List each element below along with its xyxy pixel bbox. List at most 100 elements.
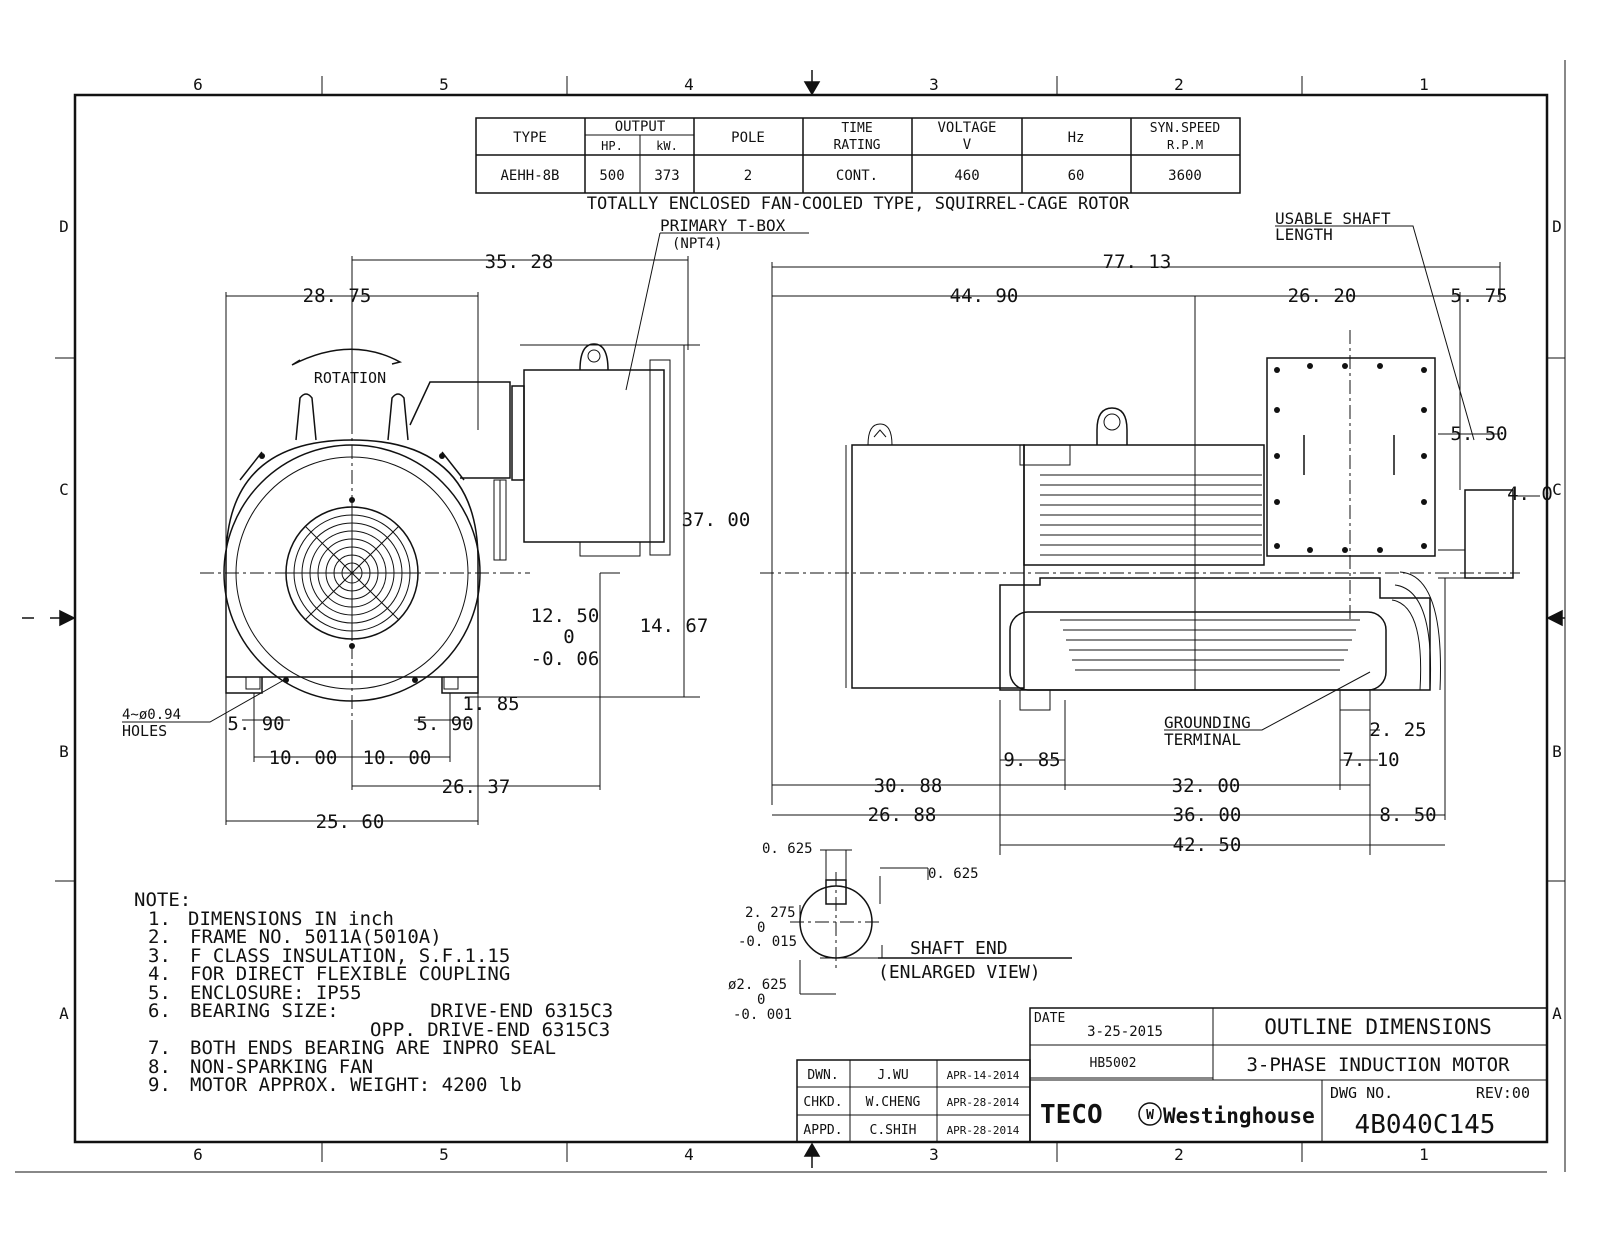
usable-shaft-label: USABLE SHAFT [1275,209,1391,228]
title-block: DATE 3-25-2015 HB5002 OUTLINE DIMENSIONS… [796,1007,1548,1143]
date-label: DATE [1034,1011,1065,1026]
dim-28-75: 28. 75 [303,285,372,307]
zone-top-3: 3 [929,75,939,94]
rotation-label: ROTATION [314,369,386,387]
center-arrow-top-icon [803,70,821,96]
dim-30-88: 30. 88 [874,775,943,797]
note-4-num: 4. [148,963,171,985]
center-arrow-bottom-icon [803,1142,821,1168]
th-type: TYPE [513,130,547,146]
td-kw: 373 [654,168,679,184]
note-9-text: MOTOR APPROX. WEIGHT: 4200 lb [190,1074,522,1096]
dim-4-0: 4. 0 [1507,483,1553,505]
role-appd: APPD. [803,1123,842,1138]
note-6b-text: OPP. DRIVE-END 6315C3 [370,1019,610,1041]
dim-26-88: 26. 88 [868,804,937,826]
spec-table: TYPE OUTPUT HP. kW. POLE TIME RATING VOL… [475,117,1241,214]
role-chkd: CHKD. [803,1095,842,1110]
cooling-fins [1040,474,1262,556]
zone-right-a: A [1552,1004,1562,1023]
holes-count-label: 4~ø0.94 [122,707,181,723]
zone-bottom-6: 6 [193,1145,203,1164]
dim-35-28: 35. 28 [485,251,554,273]
zone-left-d: D [59,217,69,236]
zone-top-1: 1 [1419,75,1429,94]
th-v: V [963,137,972,153]
dim-26-20: 26. 20 [1288,285,1357,307]
note-7-text: BOTH ENDS BEARING ARE INPRO SEAL [190,1037,556,1059]
dim-shaft-dia: ø2. 625 [728,977,787,993]
th-pole: POLE [731,130,765,146]
westinghouse-logo-icon [1138,1102,1162,1126]
side-view: 77. 13 44. 90 26. 20 5. 75 5. 50 4. 0 9.… [760,209,1553,856]
dim-8-50: 8. 50 [1379,804,1436,826]
note-5-num: 5. [148,982,171,1004]
th-hz: Hz [1068,130,1085,146]
note-4-text: FOR DIRECT FLEXIBLE COUPLING [190,963,510,985]
zone-bottom-3: 3 [929,1145,939,1164]
front-view: ROTATION PRIMARY T-BOX (NPT4) [122,216,809,833]
drawing-code: HB5002 [1090,1056,1137,1071]
dim-42-50: 42. 50 [1173,834,1242,856]
dim-shaft-dia-upper: 0 [757,992,765,1008]
westinghouse-logo: Westinghouse [1163,1104,1315,1128]
dim-12-50: 12. 50 [531,605,600,627]
center-arrow-left-icon [22,609,76,627]
note-7-num: 7. [148,1037,171,1059]
grounding-label: GROUNDING [1164,713,1251,732]
dim-12-50-upper: 0 [563,626,574,648]
enlarged-view-label: (ENLARGED VIEW) [878,962,1041,983]
shaft-end-view: 0. 625 0. 625 2. 275 0 -0. 015 ø2. 625 0… [728,841,1072,1023]
dim-5-90-right: 5. 90 [416,713,473,735]
dim-5-50: 5. 50 [1450,423,1507,445]
name-appd: C.SHIH [870,1123,917,1138]
zone-bottom-1: 1 [1419,1145,1429,1164]
dim-37-00: 37. 00 [682,509,751,531]
dim-shaft-0625-depth: 0. 625 [928,866,979,882]
dim-9-85: 9. 85 [1003,749,1060,771]
holes-label: HOLES [122,722,167,740]
zone-top-2: 2 [1174,75,1184,94]
zone-right-d: D [1552,217,1562,236]
length-label: LENGTH [1275,225,1333,244]
center-arrow-right-icon [1546,609,1565,627]
td-hz: 60 [1068,168,1085,184]
zone-left-c: C [59,480,69,499]
note-8-num: 8. [148,1056,171,1078]
note-2-text: FRAME NO. 5011A(5010A) [190,926,442,948]
date-value: 3-25-2015 [1087,1024,1163,1040]
title-line-1: OUTLINE DIMENSIONS [1264,1015,1492,1039]
primary-tbox-label: PRIMARY T-BOX [660,216,786,235]
th-voltage: VOLTAGE [937,120,996,136]
notes-title: NOTE: [134,889,191,911]
npt-label: (NPT4) [672,236,723,252]
note-3-text: F CLASS INSULATION, S.F.1.15 [190,945,510,967]
dim-2-25: 2. 25 [1369,719,1426,741]
dwg-number: 4B040C145 [1355,1110,1496,1140]
td-hp: 500 [599,168,624,184]
td-syn-speed: 3600 [1168,168,1202,184]
terminal-label: TERMINAL [1164,730,1241,749]
th-rpm: R.P.M [1167,138,1203,152]
note-9-num: 9. [148,1074,171,1096]
table-caption: TOTALLY ENCLOSED FAN-COOLED TYPE, SQUIRR… [587,194,1130,214]
zone-bottom-5: 5 [439,1145,449,1164]
date-appd: APR-28-2014 [947,1124,1020,1137]
dim-44-90: 44. 90 [950,285,1019,307]
note-1-text: DIMENSIONS IN inch [188,908,394,930]
notes: NOTE: 1. DIMENSIONS IN inch 2. FRAME NO.… [134,889,613,1096]
zone-left-a: A [59,1004,69,1023]
name-chkd: W.CHENG [866,1095,921,1110]
dim-26-37: 26. 37 [442,776,511,798]
zone-top-4: 4 [684,75,694,94]
name-dwn: J.WU [877,1068,908,1083]
dim-10-00-right: 10. 00 [363,747,432,769]
zone-top-5: 5 [439,75,449,94]
dim-10-00-left: 10. 00 [269,747,338,769]
dim-5-75: 5. 75 [1450,285,1507,307]
td-time-rating: CONT. [836,168,878,184]
westinghouse-logo-mark: W [1146,1108,1154,1123]
td-pole: 2 [744,168,752,184]
dim-shaft-2275: 2. 275 [745,905,796,921]
note-1-num: 1. [148,908,171,930]
